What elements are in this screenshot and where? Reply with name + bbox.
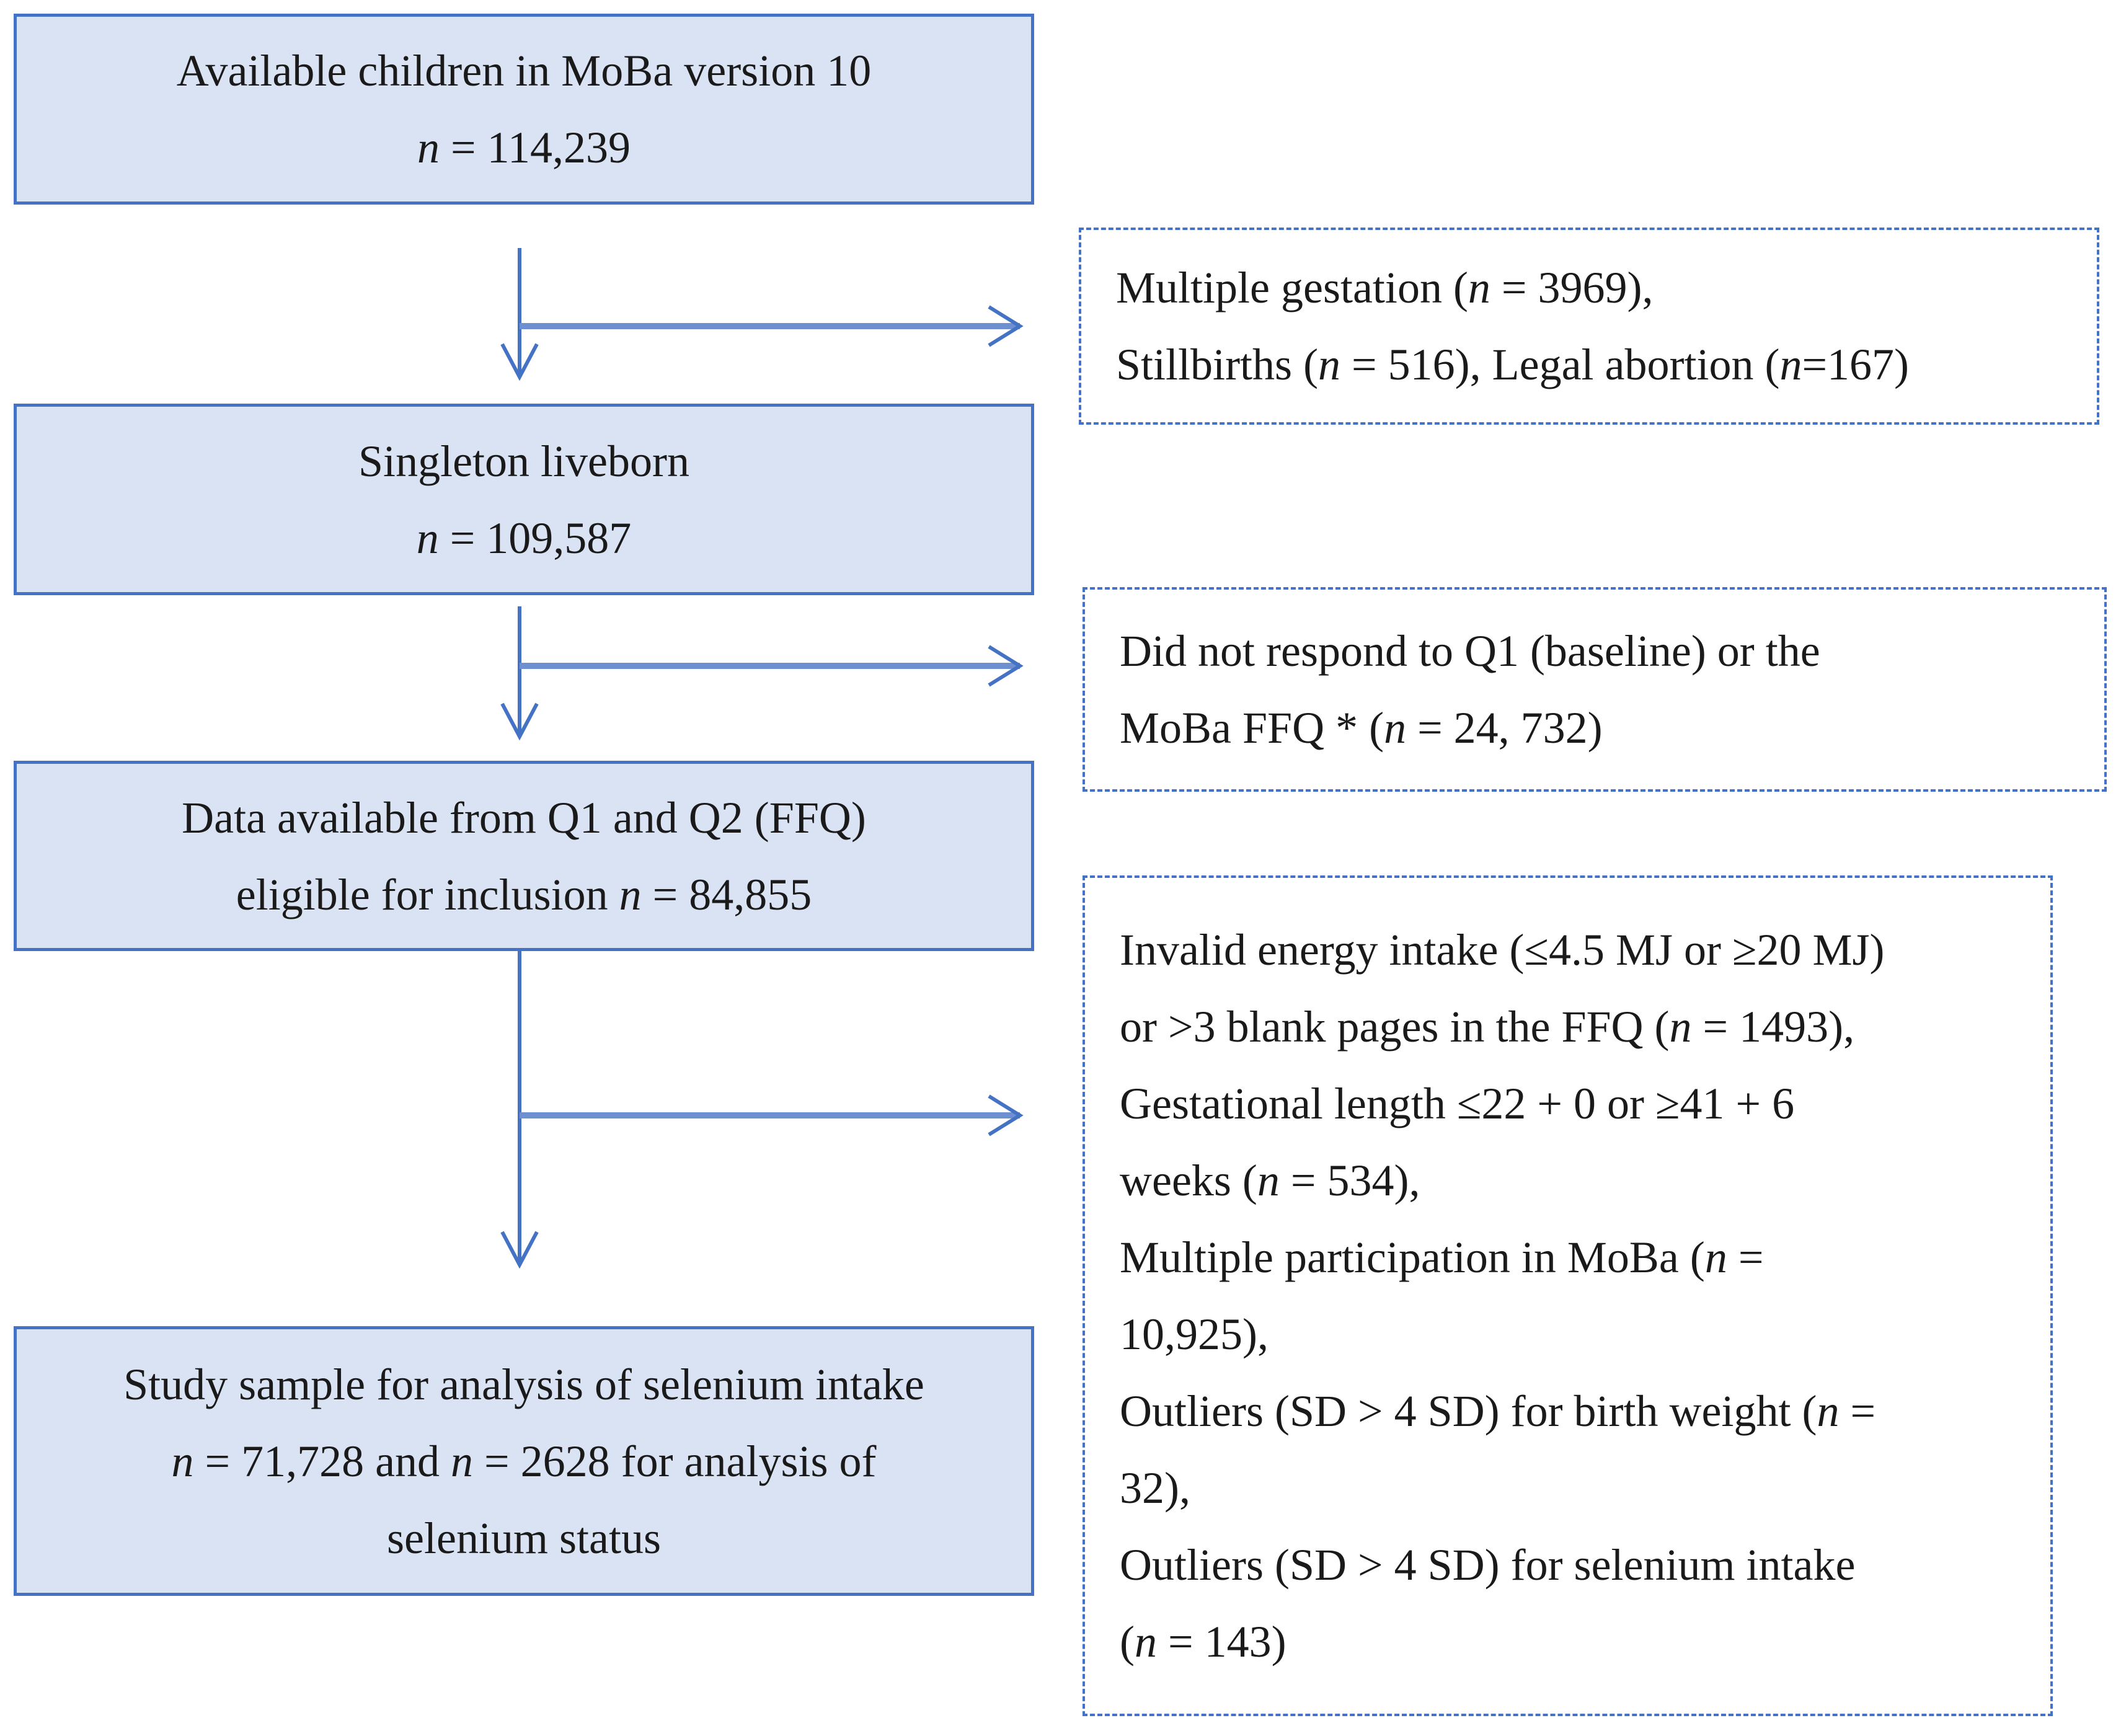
text-segment: Available children in MoBa version 10 bbox=[176, 46, 872, 95]
text-segment: =167) bbox=[1802, 340, 1910, 389]
italic-n: n bbox=[171, 1436, 194, 1486]
italic-n: n bbox=[451, 1436, 474, 1486]
box-study-sample: Study sample for analysis of selenium in… bbox=[14, 1326, 1034, 1596]
text-line: (n = 143) bbox=[1120, 1603, 2050, 1680]
text-line: Outliers (SD > 4 SD) for birth weight (n… bbox=[1120, 1373, 2050, 1450]
italic-n: n bbox=[619, 869, 642, 919]
text-segment: = 71,728 and bbox=[193, 1436, 451, 1486]
text-segment: 10,925), bbox=[1120, 1309, 1269, 1359]
text-line: Gestational length ≤22 + 0 or ≥41 + 6 bbox=[1120, 1065, 2050, 1142]
text-segment: = bbox=[1839, 1386, 1876, 1436]
text-segment: = 143) bbox=[1156, 1617, 1286, 1667]
text-segment: Study sample for analysis of selenium in… bbox=[123, 1359, 924, 1409]
text-segment: selenium status bbox=[387, 1513, 661, 1563]
text-segment: = 1493), bbox=[1691, 1002, 1855, 1052]
text-segment: = 516), Legal abortion ( bbox=[1340, 340, 1780, 389]
text-line: eligible for inclusion n = 84,855 bbox=[236, 856, 812, 933]
text-line: weeks (n = 534), bbox=[1120, 1142, 2050, 1219]
text-segment: Multiple participation in MoBa ( bbox=[1120, 1233, 1705, 1282]
italic-n: n bbox=[1779, 340, 1802, 389]
text-line: selenium status bbox=[387, 1500, 661, 1577]
text-line: MoBa FFQ * (n = 24, 732) bbox=[1120, 689, 2104, 766]
box-data-available: Data available from Q1 and Q2 (FFQ) eligi… bbox=[14, 761, 1034, 951]
text-line: Multiple participation in MoBa (n = bbox=[1120, 1219, 2050, 1296]
text-segment: ( bbox=[1120, 1617, 1135, 1667]
italic-n: n bbox=[1669, 1002, 1692, 1052]
italic-n: n bbox=[1318, 340, 1341, 389]
text-segment: = 2628 for analysis of bbox=[473, 1436, 877, 1486]
text-segment: or >3 blank pages in the FFQ ( bbox=[1120, 1002, 1670, 1052]
text-line: Invalid energy intake (≤4.5 MJ or ≥20 MJ… bbox=[1120, 911, 2050, 988]
italic-n: n bbox=[1704, 1233, 1727, 1282]
italic-n: n bbox=[1817, 1386, 1840, 1436]
text-line: n = 71,728 and n = 2628 for analysis of bbox=[171, 1423, 876, 1500]
text-segment: = bbox=[1727, 1233, 1764, 1282]
text-segment: Multiple gestation ( bbox=[1116, 263, 1468, 312]
box-available-children: Available children in MoBa version 10 n =… bbox=[14, 14, 1034, 205]
arrow-3 bbox=[500, 950, 1024, 1269]
text-segment: Gestational length ≤22 + 0 or ≥41 + 6 bbox=[1120, 1079, 1795, 1128]
text-line: Stillbirths (n = 516), Legal abortion (n… bbox=[1116, 326, 2097, 403]
text-line: Did not respond to Q1 (baseline) or the bbox=[1120, 613, 2104, 689]
text-line: Study sample for analysis of selenium in… bbox=[123, 1346, 924, 1423]
text-segment: Invalid energy intake (≤4.5 MJ or ≥20 MJ… bbox=[1120, 925, 1885, 975]
text-line: 32), bbox=[1120, 1450, 2050, 1526]
exclusion-box-invalid-data: Invalid energy intake (≤4.5 MJ or ≥20 MJ… bbox=[1083, 875, 2053, 1716]
box-singleton-liveborn: Singleton liveborn n = 109,587 bbox=[14, 404, 1034, 595]
arrow-1 bbox=[500, 248, 1024, 381]
text-segment: weeks ( bbox=[1120, 1156, 1257, 1205]
text-segment: eligible for inclusion bbox=[236, 869, 619, 919]
italic-n: n bbox=[1134, 1617, 1157, 1667]
text-line: Multiple gestation (n = 3969), bbox=[1116, 249, 2097, 326]
text-segment: = 24, 732) bbox=[1406, 703, 1603, 753]
text-segment: Stillbirths ( bbox=[1116, 340, 1319, 389]
arrow-2 bbox=[500, 606, 1024, 741]
text-segment: Data available from Q1 and Q2 (FFQ) bbox=[182, 792, 866, 843]
italic-n: n bbox=[416, 513, 439, 563]
exclusion-box-gestation: Multiple gestation (n = 3969),Stillbirth… bbox=[1079, 228, 2099, 425]
italic-n: n bbox=[417, 123, 440, 172]
text-line: Outliers (SD > 4 SD) for selenium intake bbox=[1120, 1526, 2050, 1603]
text-line: Singleton liveborn bbox=[358, 423, 689, 500]
text-line: or >3 blank pages in the FFQ (n = 1493), bbox=[1120, 988, 2050, 1065]
text-segment: 32), bbox=[1120, 1463, 1190, 1513]
text-segment: = 84,855 bbox=[641, 869, 812, 919]
italic-n: n bbox=[1468, 263, 1490, 312]
text-segment: Did not respond to Q1 (baseline) or the bbox=[1120, 626, 1820, 676]
text-line: Data available from Q1 and Q2 (FFQ) bbox=[182, 779, 866, 856]
text-segment: = 534), bbox=[1279, 1156, 1420, 1205]
text-segment: = 114,239 bbox=[440, 123, 631, 172]
text-line: Available children in MoBa version 10 bbox=[177, 32, 871, 109]
text-line: n = 114,239 bbox=[417, 109, 631, 186]
text-segment: = 109,587 bbox=[438, 513, 632, 563]
text-line: n = 109,587 bbox=[417, 500, 632, 577]
text-segment: Outliers (SD > 4 SD) for birth weight ( bbox=[1120, 1386, 1817, 1436]
text-segment: Singleton liveborn bbox=[358, 436, 689, 486]
text-segment: = 3969), bbox=[1490, 263, 1654, 312]
italic-n: n bbox=[1384, 703, 1407, 753]
italic-n: n bbox=[1257, 1156, 1280, 1205]
text-line: 10,925), bbox=[1120, 1296, 2050, 1373]
text-segment: MoBa FFQ * ( bbox=[1120, 703, 1384, 753]
text-segment: Outliers (SD > 4 SD) for selenium intake bbox=[1120, 1540, 1856, 1590]
